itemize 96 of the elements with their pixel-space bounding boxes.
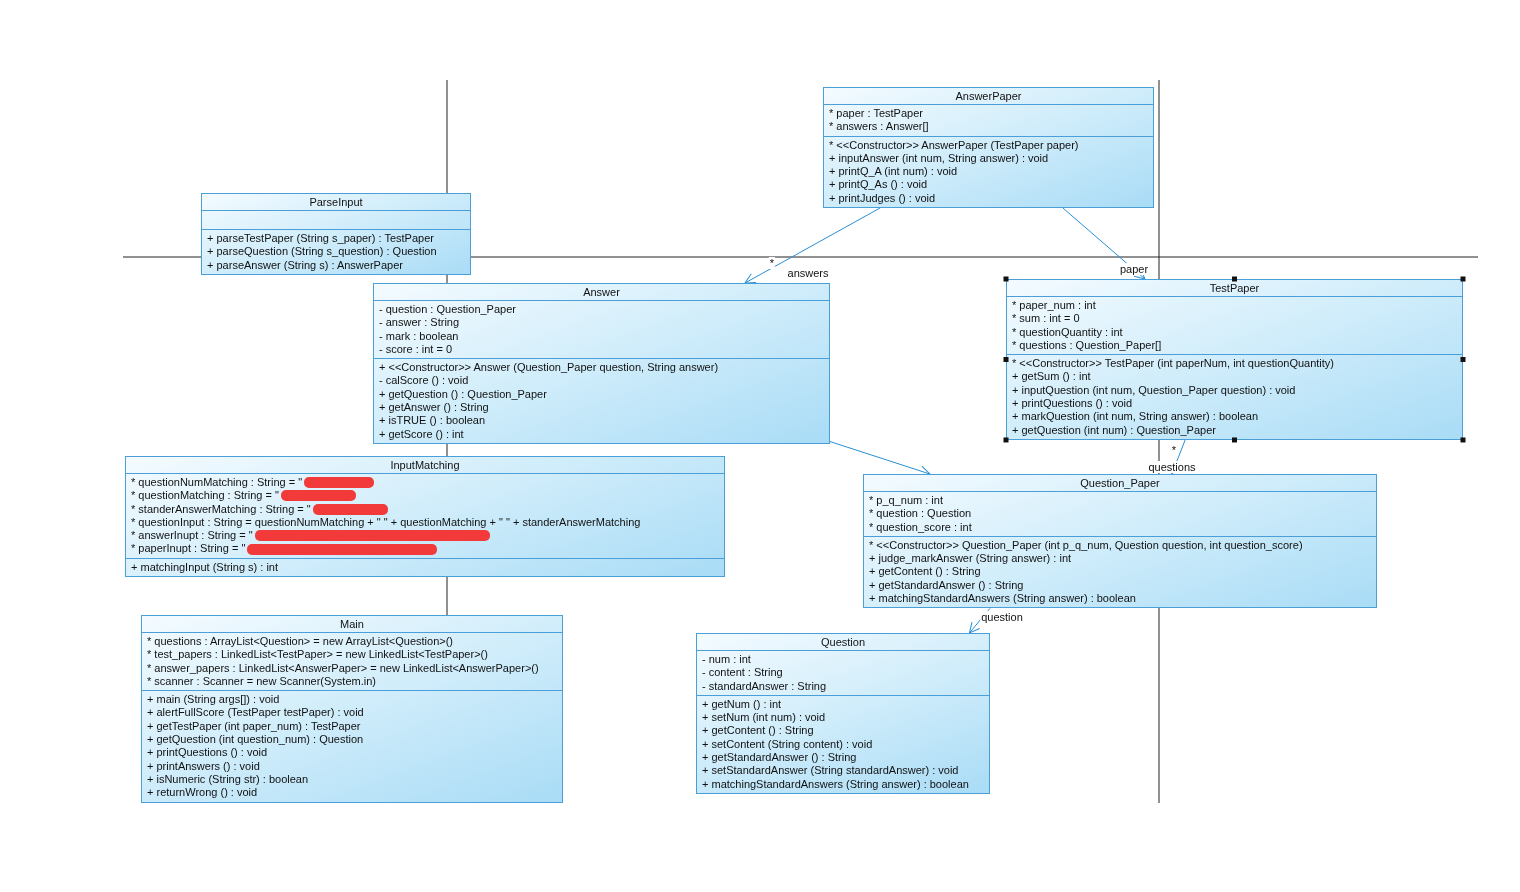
method-row: + <<Constructor>> Answer (Question_Paper question, String answer) [379, 361, 719, 375]
attribute-compartment [126, 473, 724, 558]
attribute-row: * paper : TestPaper [829, 107, 923, 121]
method-row: + getQuestion (int num) : Question_Paper [1012, 423, 1216, 437]
attribute-row: - mark : boolean [379, 329, 459, 343]
method-compartment [697, 694, 989, 793]
method-compartment [374, 358, 829, 443]
method-row: + getContent () : String [869, 565, 981, 579]
method-row: + getStandardAnswer () : String [702, 751, 857, 765]
method-row: + printQ_As () : void [829, 178, 928, 192]
attribute-row: - score : int = 0 [379, 342, 453, 357]
attribute-row: * test_papers : LinkedList<TestPaper> = new LinkedList<TestPaper>() [147, 648, 488, 662]
class-name: Main [339, 617, 365, 632]
attribute-row: - question : Question_Paper [379, 303, 516, 317]
method-row: + printQ_A (int num) : void [829, 165, 958, 179]
method-row: + isTRUE () : boolean [379, 414, 486, 428]
method-row: + parseAnswer (String s) : AnswerPaper [207, 258, 403, 272]
method-compartment [202, 229, 470, 274]
attribute-row: * questionInput : String = questionNumMatching + " " + questionMatching + " " + standerAnswerMatching [131, 515, 641, 530]
edge-label: question [980, 611, 1024, 623]
attribute-row: * question : Question [869, 507, 972, 521]
method-row: + setStandardAnswer (String standardAnswer) : void [702, 764, 959, 778]
method-row: - calScore () : void [379, 374, 469, 388]
attribute-row: * scanner : Scanner = new Scanner(System.in) [147, 674, 376, 689]
class-box [1006, 279, 1463, 440]
method-row: + alertFullScore (TestPaper testPaper) : void [147, 706, 364, 720]
class-name: Question [820, 635, 866, 650]
attribute-row: * sum : int = 0 [1012, 312, 1080, 326]
attribute-row: * paperInupt : String = " [131, 542, 246, 556]
attribute-row: * questions : ArrayList<Question> = new ArrayList<Question>() [147, 635, 454, 649]
edge-label: questions [1147, 461, 1197, 473]
method-row: + getContent () : String [702, 724, 814, 738]
method-row: + matchingStandardAnswers (String answer) : boolean [869, 592, 1136, 606]
method-row: + getQuestion (int question_num) : Question [147, 733, 364, 747]
attribute-row: * questions : Question_Paper[] [1012, 338, 1162, 353]
method-row: + printJudges () : void [829, 191, 936, 206]
attribute-row: - standardAnswer : String [702, 679, 827, 693]
attribute-row: - answer : String [379, 316, 460, 330]
method-row: + judge_markAnswer (String answer) : int [869, 552, 1072, 566]
attribute-row: * question_score : int [869, 520, 972, 534]
class-box [141, 615, 563, 803]
method-row: + returnWrong () : void [147, 786, 258, 800]
association-arrow [829, 441, 931, 477]
method-row: + printAnswers () : void [147, 759, 260, 773]
attribute-row: - content : String [702, 666, 783, 680]
method-row: + parseTestPaper (String s_paper) : TestPaper [207, 232, 434, 246]
class-name: InputMatching [389, 458, 461, 473]
class-box [823, 87, 1154, 209]
attribute-compartment [697, 650, 989, 695]
attribute-row: * p_q_num : int [869, 494, 943, 508]
method-row: * <<Constructor>> TestPaper (int paperNum, int questionQuantity) [1012, 357, 1335, 371]
attribute-row: - num : int [702, 653, 751, 667]
attribute-row: * standerAnswerMatching : String = " [131, 502, 311, 516]
attribute-row: * paper_num : int [1012, 299, 1096, 313]
class-name: Question_Paper [1079, 476, 1161, 491]
method-row: + inputAnswer (int num, String answer) : void [829, 151, 1049, 166]
method-row: + getSum () : int [1012, 370, 1091, 384]
method-row: + matchingStandardAnswers (String answer) : boolean [702, 777, 969, 791]
class-box [696, 633, 990, 794]
association-arrow [744, 207, 881, 284]
method-row: + inputQuestion (int num, Question_Paper question) : void [1012, 383, 1296, 398]
method-row: + printQuestions () : void [147, 746, 268, 760]
method-row: + setContent (String content) : void [702, 737, 873, 752]
method-row: + printQuestions () : void [1012, 397, 1133, 411]
method-row: + getTestPaper (int paper_num) : TestPaper [147, 719, 361, 734]
method-compartment [1007, 354, 1462, 439]
method-row: + getStandardAnswer () : String [869, 578, 1024, 593]
attribute-row: * answerInupt : String = " [131, 529, 253, 543]
attribute-compartment [864, 491, 1376, 536]
class-name: ParseInput [308, 195, 364, 210]
method-row: + markQuestion (int num, String answer) : boolean [1012, 410, 1259, 424]
method-row: + parseQuestion (String s_question) : Question [207, 245, 437, 259]
class-box [373, 283, 830, 444]
edge-label: paper [1118, 263, 1150, 275]
method-row: + getAnswer () : String [379, 401, 489, 415]
method-row: + getNum () : int [702, 697, 782, 712]
method-row: * <<Constructor>> AnswerPaper (TestPaper paper) [829, 138, 1079, 152]
method-row: + getScore () : int [379, 427, 464, 441]
method-row: + setNum (int num) : void [702, 711, 826, 725]
class-box [863, 474, 1377, 609]
method-row: * <<Constructor>> Question_Paper (int p_q_num, Question question, int question_score) [869, 538, 1303, 553]
class-box [201, 193, 471, 275]
method-row: + matchingInput (String s) : int [131, 560, 279, 575]
attribute-row: * questionNumMatching : String = " [131, 476, 303, 490]
attribute-row: * answers : Answer[] [829, 120, 929, 134]
class-name: Answer [582, 285, 621, 300]
attribute-row: * questionQuantity : int [1012, 325, 1123, 339]
multiplicity-label: * [768, 257, 776, 269]
method-row: + isNumeric (String str) : boolean [147, 772, 309, 787]
class-box [125, 456, 725, 578]
attribute-row: * answer_papers : LinkedList<AnswerPaper> = new LinkedList<AnswerPaper>() [147, 661, 539, 675]
class-name: AnswerPaper [954, 89, 1023, 104]
method-row: + getQuestion () : Question_Paper [379, 387, 547, 402]
attribute-row: * questionMatching : String = " [131, 489, 279, 503]
class-name: TestPaper [1208, 281, 1261, 296]
method-row: + main (String args[]) : void [147, 693, 280, 707]
